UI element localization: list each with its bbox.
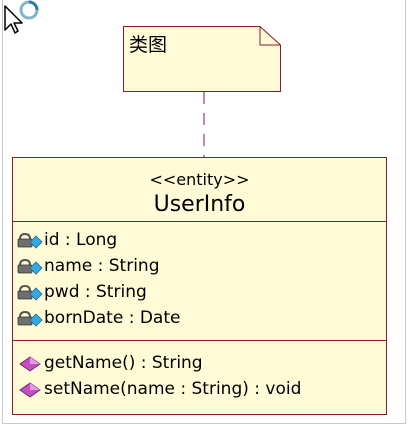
public-operation-icon [19,356,41,372]
private-attribute-icon [17,284,43,301]
mouse-pointer-icon [4,0,39,34]
note-shape[interactable] [123,26,281,92]
attributes-compartment: id : Long name : String pwd : String [13,222,386,341]
class-stereotype: <<entity>> [149,170,250,189]
note-anchor-line [203,92,205,160]
private-attribute-icon [17,258,43,275]
private-attribute-icon [17,232,43,249]
attribute-row[interactable]: id : Long [17,227,117,253]
operation-row[interactable]: setName(name : String) : void [17,376,301,402]
attribute-row[interactable]: name : String [17,253,159,279]
class-name: UserInfo [153,192,246,217]
attribute-row[interactable]: pwd : String [17,279,147,305]
public-operation-icon [19,382,41,398]
note-text: 类图 [129,34,168,56]
private-attribute-icon [17,310,43,327]
operation-row[interactable]: getName() : String [17,350,203,376]
operations-compartment: getName() : String setName(name : String… [13,341,386,414]
diagram-canvas [2,0,406,424]
class-userinfo[interactable]: <<entity>> UserInfo id : Long name : Str… [12,157,387,415]
class-header: <<entity>> UserInfo [13,158,386,222]
attribute-row[interactable]: bornDate : Date [17,305,180,331]
